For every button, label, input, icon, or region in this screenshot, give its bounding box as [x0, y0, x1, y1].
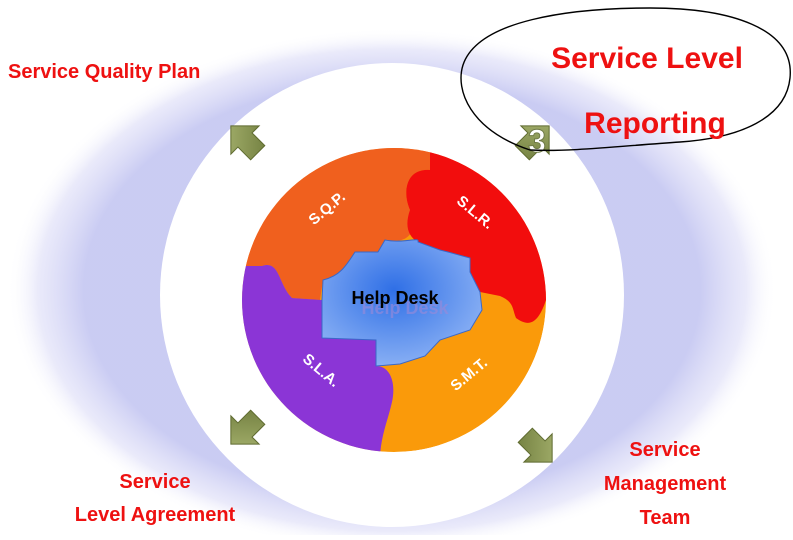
piece-help-desk-shape: [321, 239, 483, 367]
help-desk-shadow: Help Desk: [361, 298, 449, 318]
arrow-up-left: [230, 125, 266, 161]
label-service-level-reporting-line2: Reporting: [584, 107, 726, 140]
step-number: 3: [528, 123, 546, 159]
label-service-level-agreement-line2: Level Agreement: [74, 504, 236, 526]
label-service-management-team-line3: Team: [639, 507, 691, 529]
highlight-ellipse: [460, 7, 791, 152]
label-service-level-reporting-line1: Service Level: [551, 42, 743, 75]
arrow-up-right: [514, 125, 550, 161]
label-service-management-team-line1: Service: [629, 439, 701, 461]
label-service-quality-plan: Service Quality Plan: [8, 61, 201, 83]
help-desk-label: Help Desk: [351, 288, 439, 308]
arrow-down-right: [517, 427, 553, 463]
label-service-management-team-line2: Management: [603, 473, 727, 495]
label-service-level-agreement-line1: Service: [119, 471, 191, 493]
arrow-down-left: [230, 409, 266, 445]
